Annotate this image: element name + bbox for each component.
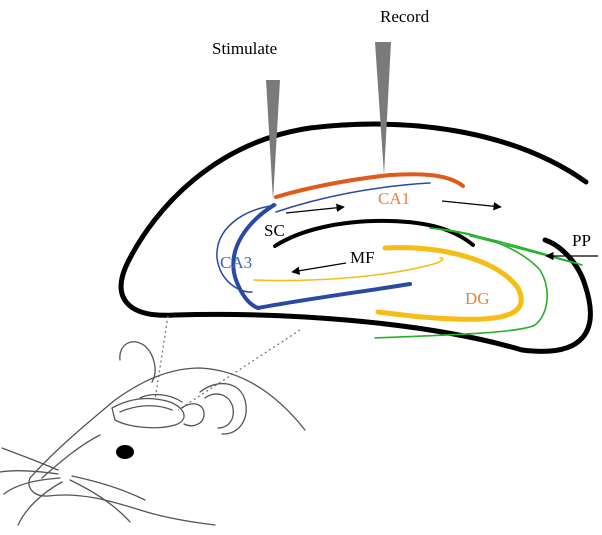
ca1-region — [274, 172, 465, 199]
recording-electrode — [375, 42, 391, 175]
stimulate-label: Stimulate — [212, 39, 277, 58]
inner-boundary-line — [273, 218, 475, 248]
hippocampus-outline — [118, 121, 593, 354]
mouse-eye — [116, 445, 134, 459]
ca1-label: CA1 — [378, 189, 410, 208]
mouse-illustration — [0, 341, 306, 526]
mf-label: MF — [350, 248, 375, 267]
pp-label: PP — [572, 231, 591, 250]
dg-label: DG — [465, 289, 490, 308]
dentate-gyrus-region — [375, 245, 524, 322]
connector-line-right — [177, 329, 301, 411]
ca3-region — [231, 203, 412, 311]
mf-arrow — [291, 262, 347, 275]
schaffer-collateral-layer — [216, 182, 431, 293]
perforant-path-branch-2 — [469, 235, 571, 263]
stimulating-electrode — [266, 80, 280, 200]
connector-line-left — [154, 315, 169, 401]
mossy-fiber-layer — [253, 257, 444, 282]
sc-label: SC — [264, 221, 285, 240]
ca1-arrow — [441, 200, 502, 211]
ca3-label: CA3 — [220, 253, 252, 272]
sc-arrow — [285, 203, 345, 214]
record-label: Record — [380, 7, 430, 26]
